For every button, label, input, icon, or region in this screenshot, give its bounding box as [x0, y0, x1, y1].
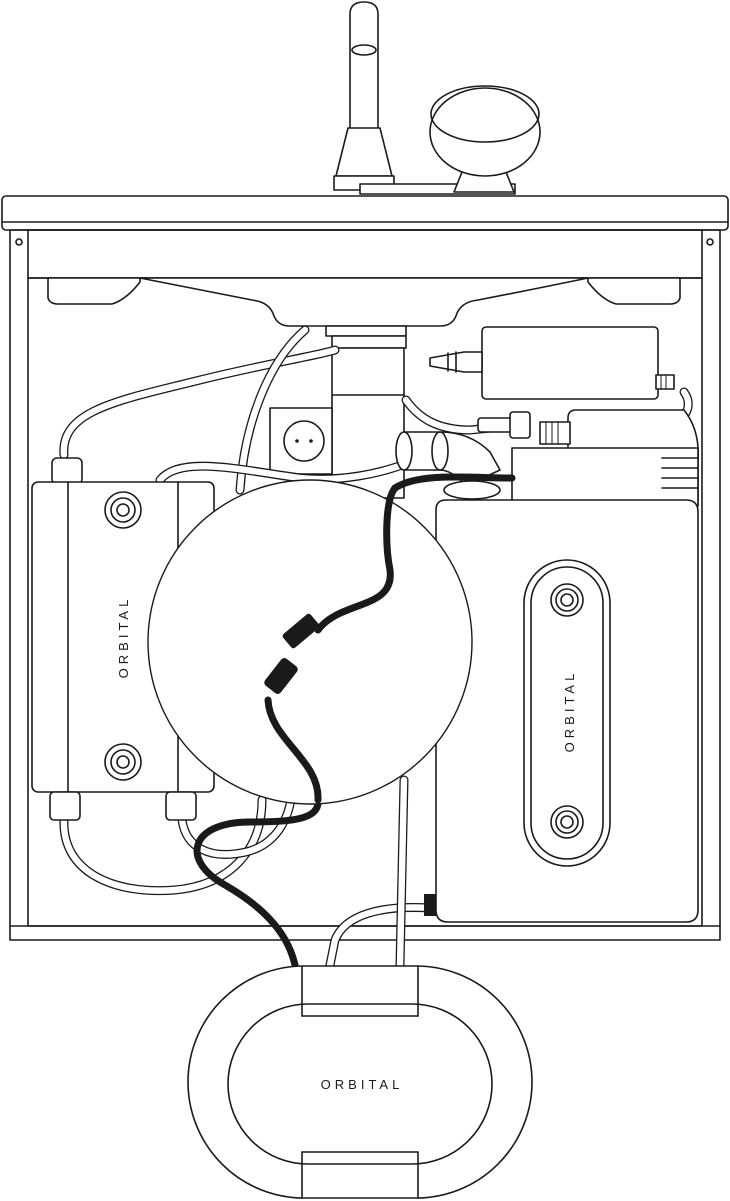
dispenser-knob: [429, 85, 541, 193]
power-adapter: [429, 326, 675, 400]
faucet: [333, 1, 516, 195]
water-hoses: [59, 325, 693, 970]
countertop: [1, 195, 729, 231]
cable-connector-female: [264, 658, 298, 694]
sink-basin: [47, 277, 681, 349]
bottom-orbital-unit: ORBITAL: [187, 965, 533, 1199]
cable-connector-male: [282, 613, 320, 649]
left-unit-brand-label: ORBITAL: [116, 596, 131, 679]
bottom-unit-brand-label: ORBITAL: [321, 1077, 404, 1092]
elbow-connector: [395, 431, 501, 500]
right-unit-brand-label: ORBITAL: [562, 670, 577, 753]
right-orbital-unit: ORBITAL: [424, 499, 699, 923]
wall-socket: [269, 407, 333, 475]
sensor-module: [477, 409, 700, 507]
sensor-cable: [193, 473, 516, 974]
connector-detail-zoom: [147, 479, 473, 805]
